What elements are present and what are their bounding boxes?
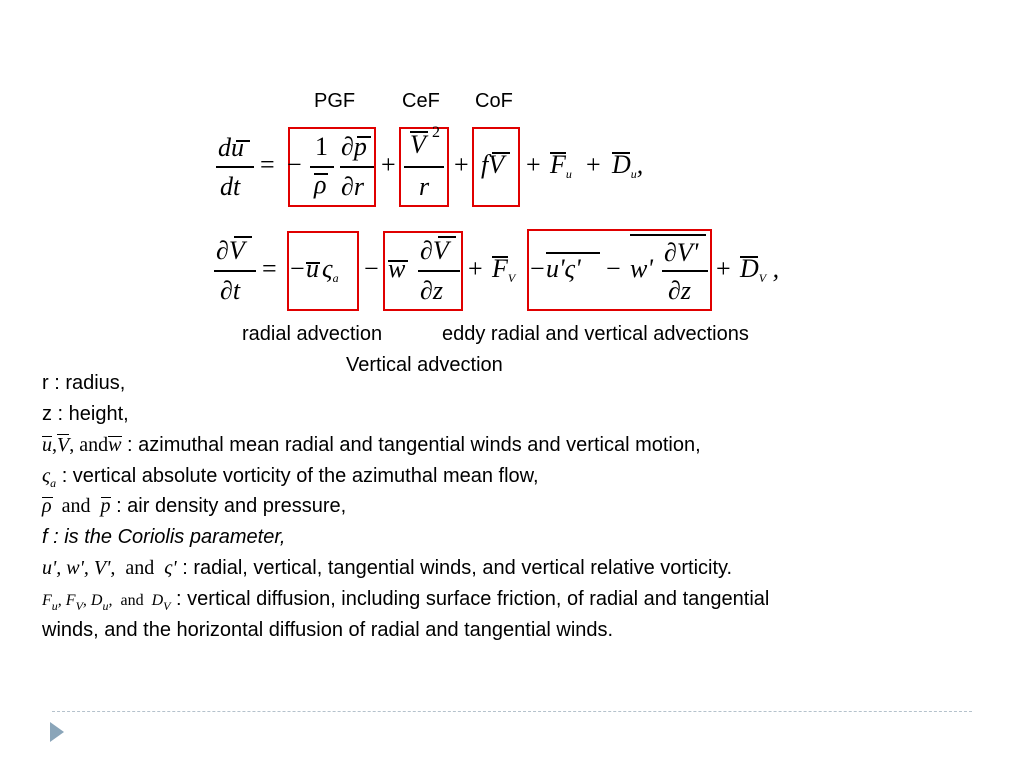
eq1-dt: dt [220, 172, 241, 201]
def-coriolis: f : is the Coriolis parameter, [42, 526, 286, 548]
footer-divider [52, 711, 972, 712]
eq1-du: du [218, 133, 244, 162]
def-height: z : height, [42, 403, 129, 425]
def-vorticity: ςa : vertical absolute vorticity of the … [42, 465, 539, 490]
box-eddy-advections [527, 229, 712, 311]
def-perturbations-text: : radial, vertical, tangential winds, an… [182, 557, 733, 579]
label-radial-advection: radial advection [242, 323, 383, 345]
label-eddy-advections: eddy radial and vertical advections [442, 323, 749, 345]
label-pgf: PGF [314, 90, 356, 112]
def-diffusion-cont: winds, and the horizontal diffusion of r… [42, 619, 614, 641]
def-diffusion-text: : vertical diffusion, including surface … [176, 588, 770, 610]
def-mean-winds-text: : azimuthal mean radial and tangential w… [127, 434, 701, 456]
def-vorticity-text: : vertical absolute vorticity of the azi… [61, 465, 539, 487]
box-pgf [288, 127, 376, 207]
box-cof [472, 127, 520, 207]
def-radius: r : radius, [42, 372, 126, 394]
box-vertical-advection [383, 231, 463, 311]
label-cof: CoF [475, 90, 513, 112]
triangle-right-icon[interactable] [50, 722, 64, 742]
label-cef: CeF [402, 90, 440, 112]
box-radial-advection [287, 231, 359, 311]
label-vertical-advection: Vertical advection [346, 354, 503, 376]
box-cef [399, 127, 449, 207]
def-mean-winds: u,V, andw : azimuthal mean radial and ta… [42, 434, 701, 456]
def-density-pressure-text: : air density and pressure, [116, 495, 347, 517]
